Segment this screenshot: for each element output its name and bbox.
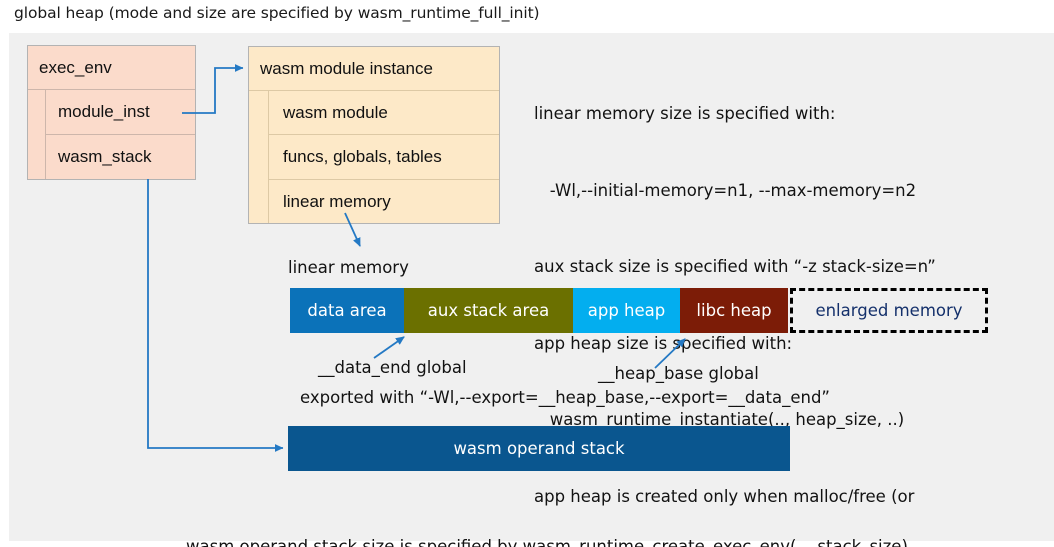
linear-memory-notes: linear memory size is specified with: -W… — [534, 50, 1034, 547]
linear-memory-bar: data area aux stack area app heap libc h… — [290, 288, 988, 333]
note-line: linear memory size is specified with: — [534, 104, 836, 123]
linear-memory-bar-label: linear memory — [288, 258, 409, 277]
note-line: aux stack size is specified with “-z sta… — [534, 257, 936, 276]
annotation-exported-with: exported with “-Wl,--export=__heap_base,… — [300, 388, 830, 407]
exec-env-box — [27, 45, 196, 180]
module-instance-row-linear-memory: linear memory — [283, 191, 391, 211]
operand-note-line: wasm operand stack size is specified by … — [186, 537, 908, 547]
memory-segment-aux-stack-area: aux stack area — [404, 288, 573, 333]
module-instance-row-funcs-globals-tables: funcs, globals, tables — [269, 135, 499, 180]
wasm-operand-stack-box: wasm operand stack — [288, 426, 790, 471]
page-title: global heap (mode and size are specified… — [14, 4, 540, 22]
memory-segment-data-area: data area — [290, 288, 404, 333]
annotation-heap-base-global: __heap_base global — [598, 364, 759, 383]
exec-env-row-wasm-stack: wasm_stack — [58, 147, 152, 166]
annotation-data-end-global: __data_end global — [318, 358, 467, 377]
exec-env-row-module-inst: module_inst — [46, 90, 195, 135]
note-line: app heap is created only when malloc/fre… — [534, 486, 915, 506]
note-line: app heap size is specified with: — [534, 333, 793, 353]
wasm-module-instance-box — [248, 46, 500, 224]
note-line: wasm_runtime_instantiate(.., heap_size, … — [534, 410, 905, 429]
memory-segment-enlarged-memory: enlarged memory — [790, 288, 988, 333]
exec-env-title: exec_env — [28, 46, 195, 90]
exec-env-indent-column — [28, 90, 46, 179]
memory-segment-libc-heap: libc heap — [680, 288, 788, 333]
operand-stack-notes: wasm operand stack size is specified by … — [186, 482, 1046, 547]
wasm-module-instance-indent-column — [249, 91, 269, 223]
wasm-module-instance-title: wasm module instance — [249, 47, 499, 91]
note-line: -Wl,--initial-memory=n1, --max-memory=n2 — [534, 180, 917, 200]
module-instance-row-wasm-module: wasm module — [269, 91, 499, 135]
memory-segment-app-heap: app heap — [573, 288, 680, 333]
